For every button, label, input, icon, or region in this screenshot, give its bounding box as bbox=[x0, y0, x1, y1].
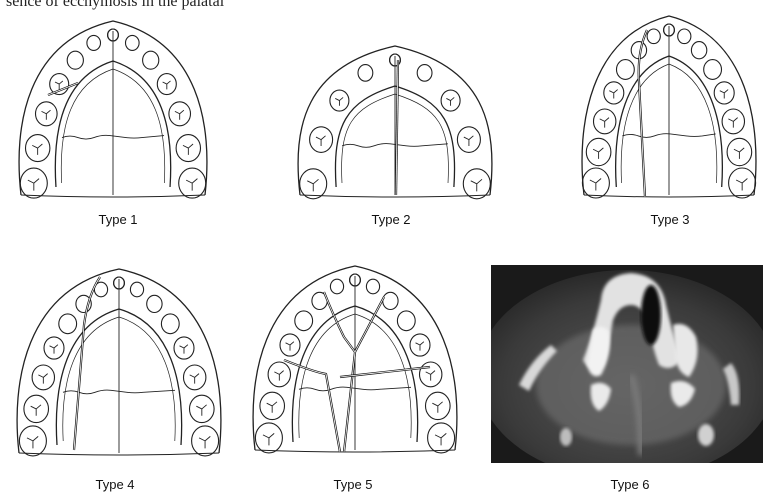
caption-type-1: Type 1 bbox=[88, 212, 148, 227]
caption-type-6: Type 6 bbox=[600, 477, 660, 492]
panel-type-3 bbox=[575, 12, 763, 205]
palate-drawing-type-2 bbox=[290, 40, 500, 205]
panel-type-1 bbox=[8, 15, 218, 205]
panel-type-2 bbox=[290, 40, 500, 205]
ct-scan-image bbox=[491, 265, 763, 463]
caption-type-2: Type 2 bbox=[361, 212, 421, 227]
caption-type-3: Type 3 bbox=[640, 212, 700, 227]
palate-drawing-type-1 bbox=[8, 15, 218, 205]
caption-type-4: Type 4 bbox=[85, 477, 145, 492]
palate-drawing-type-5 bbox=[244, 262, 466, 460]
panel-type-5 bbox=[244, 262, 466, 460]
palate-drawing-type-3 bbox=[575, 12, 763, 205]
header-text-fragment: sence of ecchymosis in the palatal bbox=[6, 0, 224, 11]
palate-drawing-type-4 bbox=[8, 265, 230, 463]
caption-type-5: Type 5 bbox=[323, 477, 383, 492]
panel-type-4 bbox=[8, 265, 230, 463]
